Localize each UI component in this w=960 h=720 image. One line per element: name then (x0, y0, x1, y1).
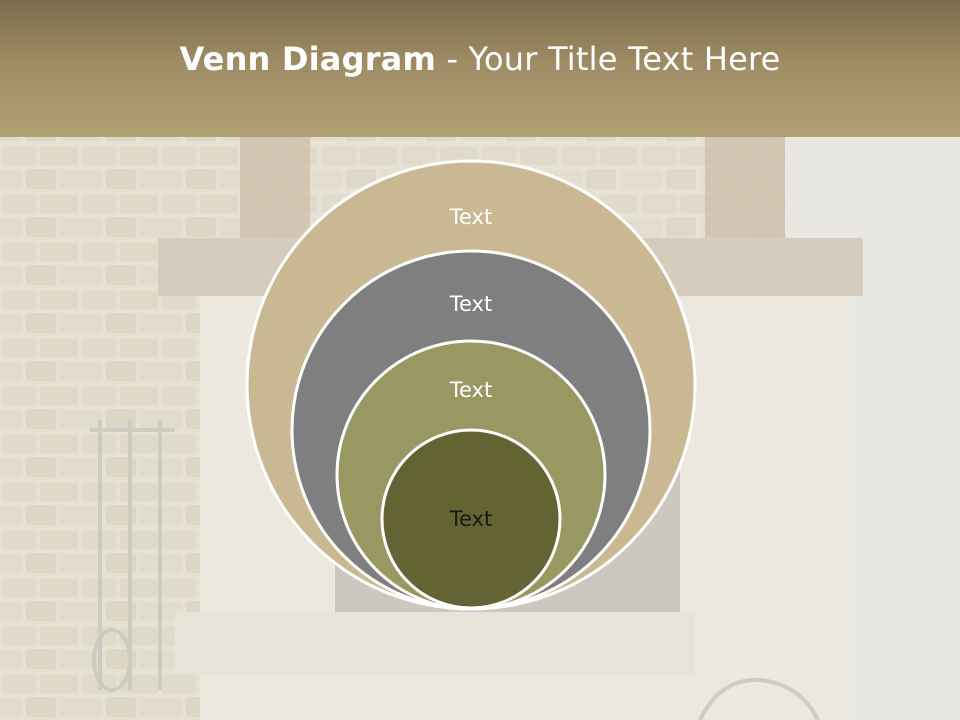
venn-circle-inner[interactable] (380, 428, 562, 610)
venn-label-second: Text (449, 292, 492, 316)
venn-label-third: Text (449, 378, 492, 402)
title-banner: Venn Diagram - Your Title Text Here (0, 0, 960, 137)
venn-label-outer: Text (449, 205, 492, 229)
venn-label-inner: Text (449, 507, 492, 531)
slide-title-bold: Venn Diagram (179, 40, 437, 78)
slide-title-rest: - Your Title Text Here (436, 40, 781, 78)
slide-title: Venn Diagram - Your Title Text Here (0, 40, 960, 78)
